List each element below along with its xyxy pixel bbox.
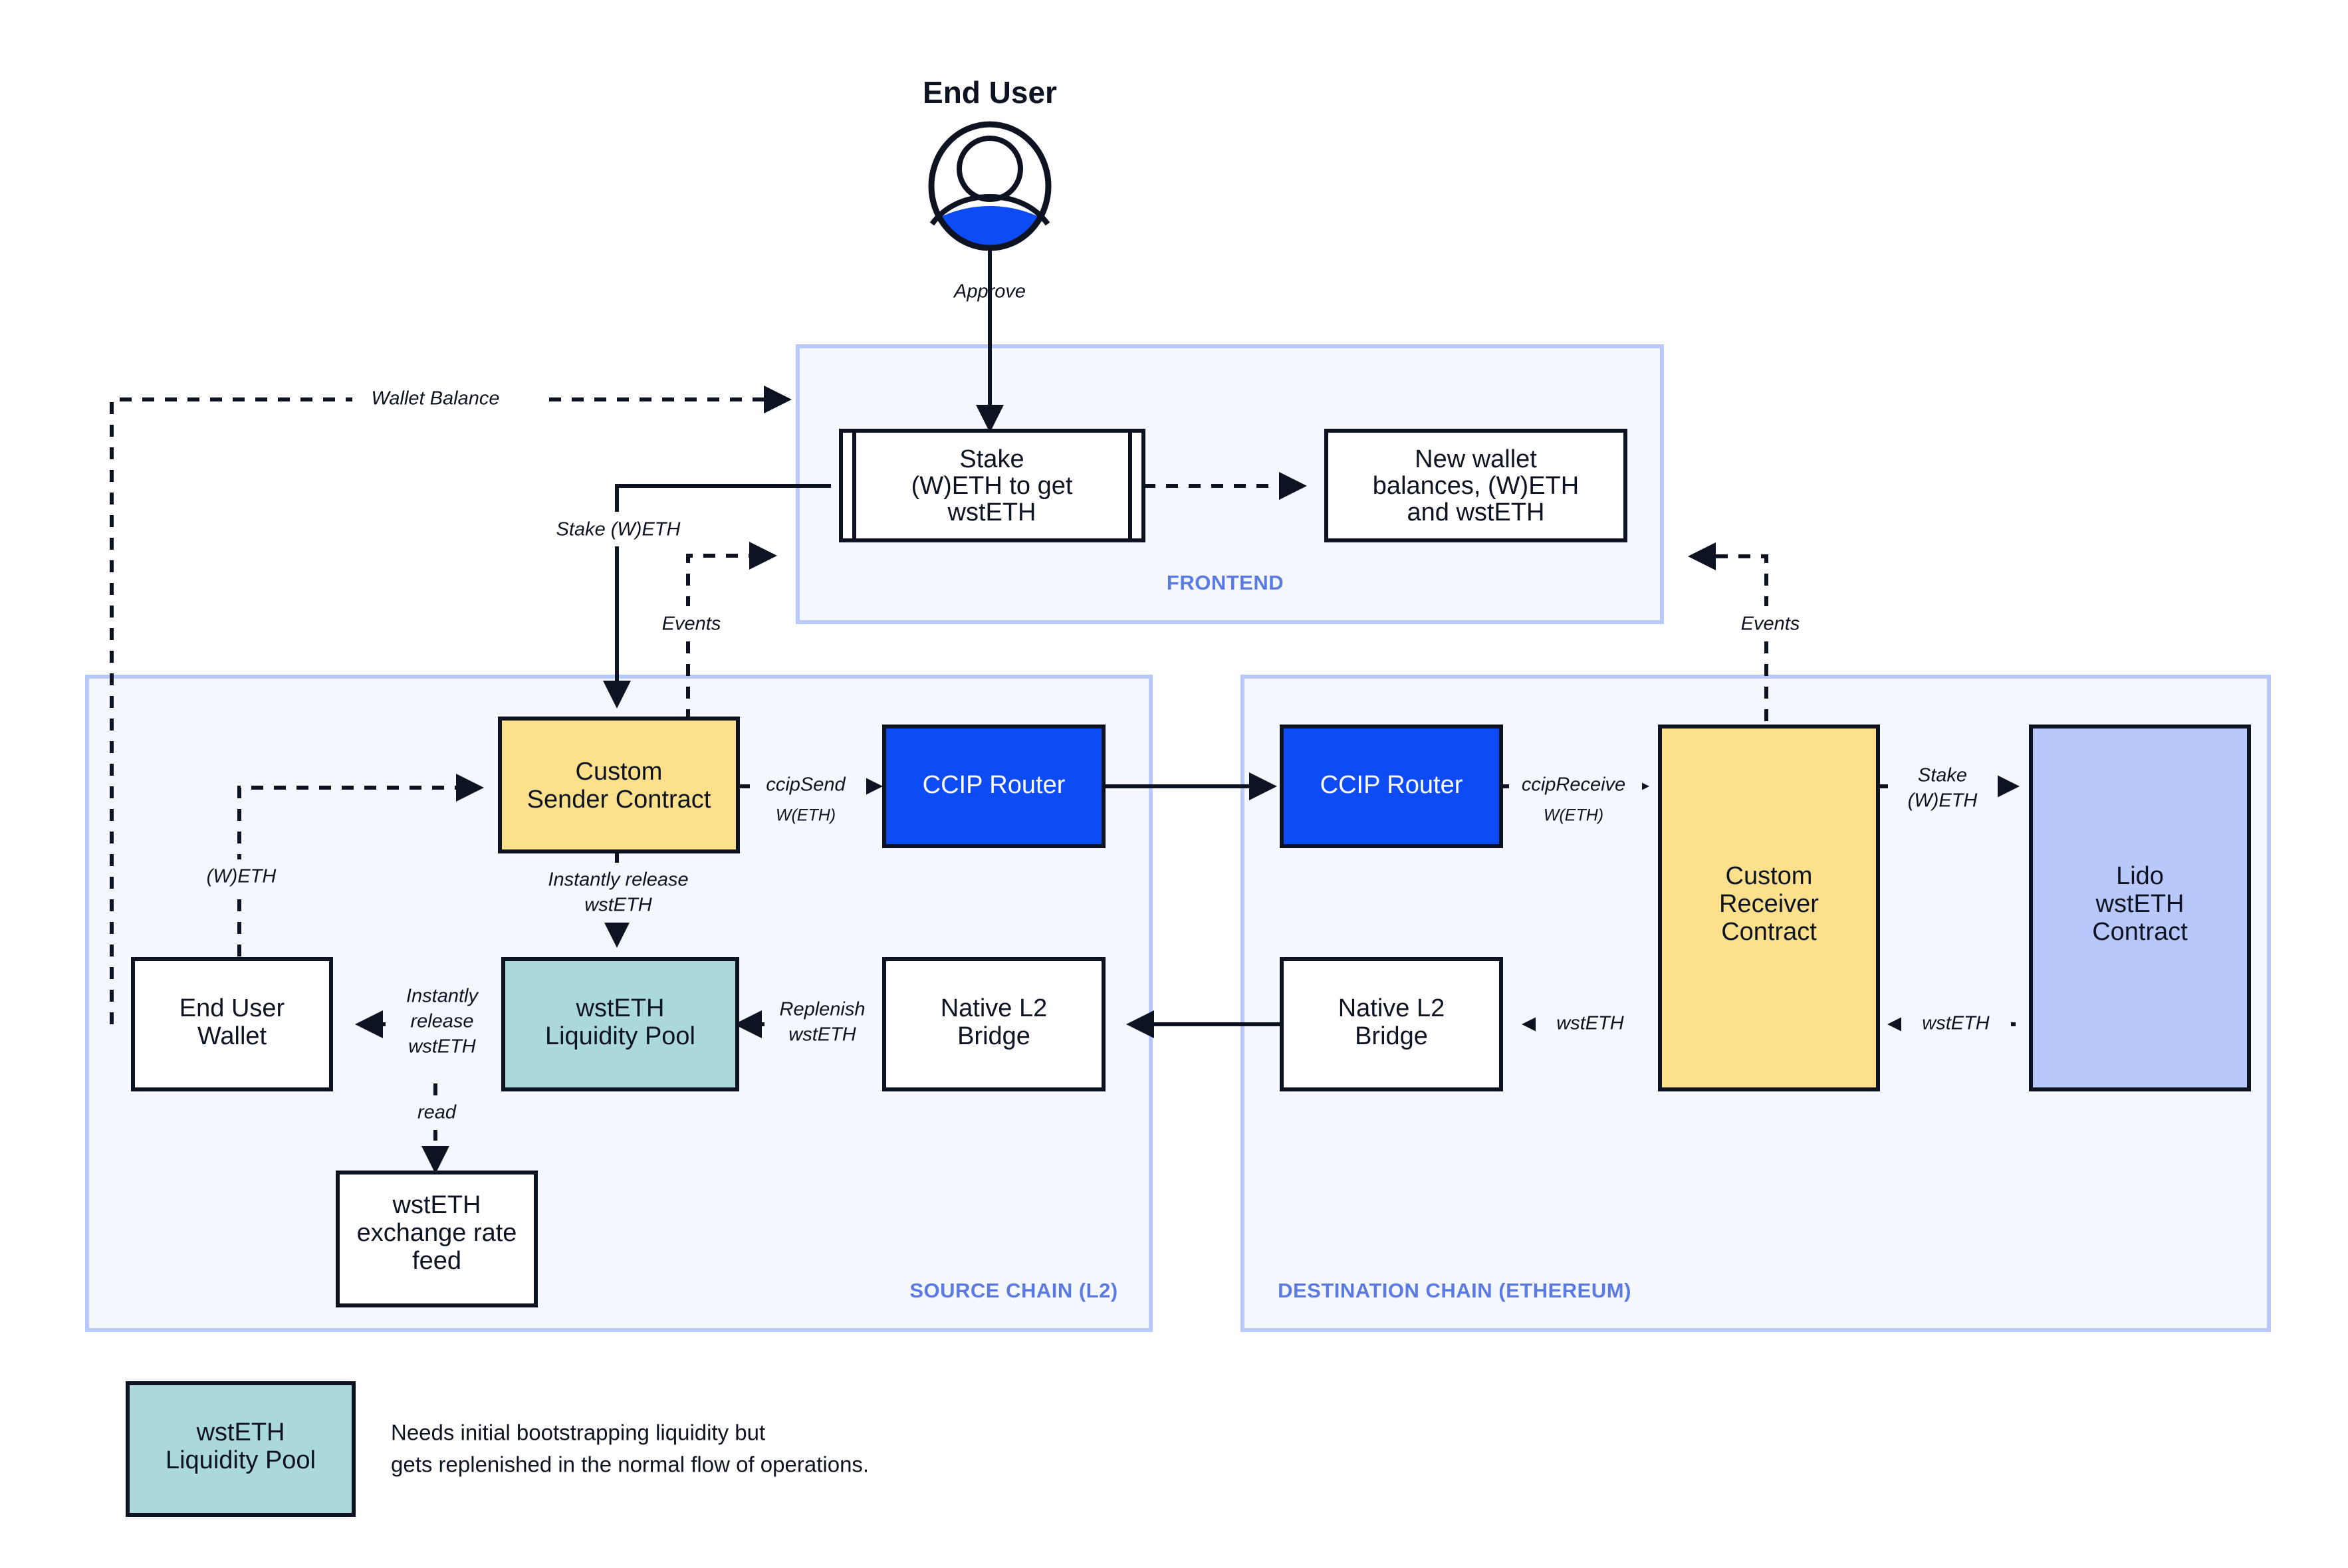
edge-ccip-send-label: ccipSend xyxy=(766,774,846,796)
edge-events-source: Events xyxy=(638,542,777,721)
edge-wsteth-receiver-bridge-label: wstETH xyxy=(1556,1013,1624,1034)
edge-ccip-receive: ccipReceive W(ETH) xyxy=(1500,769,1649,825)
edge-wsteth-receiver-bridge: wstETH xyxy=(1522,1007,1645,1042)
node-native-l2-bridge-destination: Native L2 Bridge xyxy=(1280,957,1503,1091)
node-custom-receiver-contract: Custom Receiver Contract xyxy=(1658,725,1880,1091)
node-native-bridge-dst-line2: Bridge xyxy=(1355,1022,1428,1050)
edge-events-source-label: Events xyxy=(662,614,721,635)
node-ccip-router-source-label: CCIP Router xyxy=(923,771,1066,799)
edge-events-destination-label: Events xyxy=(1741,614,1800,635)
node-wsteth-pool-line2: Liquidity Pool xyxy=(545,1022,695,1050)
node-custom-sender-line1: Custom xyxy=(576,758,663,786)
edge-read-feed-label: read xyxy=(417,1102,457,1123)
legend-note-line2: gets replenished in the normal flow of o… xyxy=(391,1452,869,1477)
node-stake-form-line1: Stake xyxy=(959,445,1024,473)
node-stake-form-line2: (W)ETH to get xyxy=(911,472,1073,500)
node-custom-sender-line2: Sender Contract xyxy=(527,786,711,814)
edge-wallet-balance: Wallet Balance xyxy=(110,380,792,1024)
node-lido-line3: Contract xyxy=(2092,918,2188,946)
container-source-chain-label: SOURCE CHAIN (L2) xyxy=(909,1279,1117,1302)
node-stake-form-line3: wstETH xyxy=(947,499,1036,526)
edge-stake-weth-label: Stake (W)ETH xyxy=(556,519,681,540)
node-custom-sender-contract: Custom Sender Contract xyxy=(498,717,740,853)
legend-swatch-line2: Liquidity Pool xyxy=(166,1446,316,1474)
node-new-wallet-balances: New wallet balances, (W)ETH and wstETH xyxy=(1324,429,1627,542)
node-lido-line1: Lido xyxy=(2116,862,2164,890)
edge-instantly-release-wallet-line1: Instantly xyxy=(406,986,479,1007)
node-end-user-wallet-line2: Wallet xyxy=(197,1022,267,1050)
node-stake-form[interactable]: Stake (W)ETH to get wstETH xyxy=(839,429,1145,542)
node-wsteth-exchange-rate-feed: wstETH exchange rate feed xyxy=(336,1171,538,1307)
edge-events-destination: Events xyxy=(1688,542,1828,721)
container-frontend-label: FRONTEND xyxy=(1167,571,1284,594)
edge-ccip-send: ccipSend W(ETH) xyxy=(738,769,883,825)
node-ccip-router-dst-label: CCIP Router xyxy=(1320,771,1463,799)
node-rate-feed-line1: wstETH xyxy=(392,1191,481,1219)
container-destination-chain-label: DESTINATION CHAIN (ETHEREUM) xyxy=(1278,1279,1631,1302)
edge-instantly-release-pool: Instantly release wstETH xyxy=(525,851,718,948)
edge-instantly-release-wallet: Instantly release wstETH xyxy=(355,984,505,1069)
edge-instantly-release-wallet-line3: wstETH xyxy=(408,1036,476,1058)
legend-swatch xyxy=(126,1381,356,1517)
node-ccip-router-source: CCIP Router xyxy=(882,725,1106,848)
edge-weth: (W)ETH xyxy=(186,774,484,1024)
edge-wsteth-lido-receiver-label: wstETH xyxy=(1922,1013,1990,1034)
node-lido-line2: wstETH xyxy=(2095,890,2184,918)
node-custom-receiver-line3: Contract xyxy=(1721,918,1817,946)
legend-swatch-line1: wstETH xyxy=(196,1418,285,1446)
edge-read-feed: read xyxy=(399,1083,479,1174)
node-custom-receiver-line1: Custom xyxy=(1726,862,1813,890)
edge-weth-label: (W)ETH xyxy=(207,866,277,887)
edge-ccip-send-sublabel: W(ETH) xyxy=(776,806,836,825)
edge-stake-weth: Stake (W)ETH xyxy=(545,484,831,709)
edge-replenish-line1: Replenish xyxy=(780,999,866,1020)
node-end-user-wallet: End User Wallet xyxy=(131,957,333,1091)
node-rate-feed-line3: feed xyxy=(412,1247,461,1275)
legend: wstETH Liquidity Pool Needs initial boot… xyxy=(126,1381,869,1517)
node-native-bridge-src-line1: Native L2 xyxy=(941,994,1048,1022)
edge-instantly-release-wallet-line2: release xyxy=(410,1011,473,1032)
node-native-bridge-dst-line1: Native L2 xyxy=(1338,994,1445,1022)
node-new-wallet-balances-line3: and wstETH xyxy=(1407,499,1545,526)
node-new-wallet-balances-line2: balances, (W)ETH xyxy=(1373,472,1579,500)
edge-approve-label: Approve xyxy=(953,281,1026,302)
edge-ccip-receive-label: ccipReceive xyxy=(1522,774,1625,796)
node-native-bridge-src-line2: Bridge xyxy=(957,1022,1030,1050)
node-ccip-router-destination: CCIP Router xyxy=(1280,725,1503,848)
edge-stake-weth-lido-line2: (W)ETH xyxy=(1908,790,1978,812)
node-wsteth-pool-line1: wstETH xyxy=(576,994,665,1022)
edge-wallet-balance-label: Wallet Balance xyxy=(372,388,500,409)
node-new-wallet-balances-line1: New wallet xyxy=(1415,445,1537,473)
node-lido-wsteth-contract: Lido wstETH Contract xyxy=(2029,725,2251,1091)
edge-replenish-line2: wstETH xyxy=(788,1024,856,1046)
edge-stake-weth-lido: Stake (W)ETH xyxy=(1878,758,2020,818)
edge-ccip-receive-sublabel: W(ETH) xyxy=(1544,806,1603,825)
node-rate-feed-line2: exchange rate xyxy=(357,1219,517,1247)
node-end-user-wallet-line1: End User xyxy=(179,994,285,1022)
node-wsteth-liquidity-pool: wstETH Liquidity Pool xyxy=(501,957,739,1091)
edge-stake-weth-lido-line1: Stake xyxy=(1918,765,1967,786)
edge-instantly-release-pool-line2: wstETH xyxy=(584,895,652,916)
node-custom-receiver-line2: Receiver xyxy=(1719,890,1819,918)
legend-note-line1: Needs initial bootstrapping liquidity bu… xyxy=(391,1420,765,1445)
edge-approve: Approve xyxy=(953,239,1026,433)
actor-end-user-title: End User xyxy=(923,75,1057,110)
edge-instantly-release-pool-line1: Instantly release xyxy=(548,869,688,891)
node-native-l2-bridge-source: Native L2 Bridge xyxy=(882,957,1106,1091)
edge-wsteth-lido-receiver: wstETH xyxy=(1887,1007,2016,1042)
edge-replenish: Replenish wstETH xyxy=(734,997,887,1057)
